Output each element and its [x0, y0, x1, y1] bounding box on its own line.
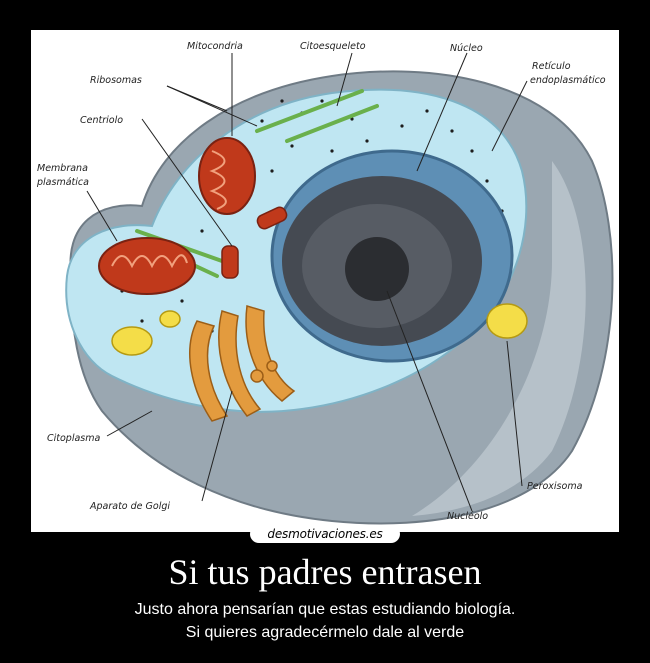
caption-line-2: Si quieres agradecérmelo dale al verde [185, 624, 465, 641]
peroxisome [486, 303, 528, 339]
animal-cell-diagram: Mitocondria Citoesqueleto Núcleo Retícul… [32, 31, 618, 531]
label-nucleo: Núcleo [450, 43, 483, 54]
label-ribosomas: Ribosomas [90, 75, 142, 86]
label-citoesqueleto: Citoesqueleto [300, 41, 366, 52]
mitochondrion-left [98, 237, 196, 295]
mitochondrion-top [198, 137, 256, 215]
poster-title: Si tus padres entrasen [168, 552, 482, 592]
label-peroxisoma: Peroxisoma [527, 481, 583, 492]
centriole [221, 206, 288, 279]
label-membrana-2: plasmática [36, 177, 89, 188]
label-reticulo-1: Retículo [532, 61, 571, 72]
cell-diagram-frame: Mitocondria Citoesqueleto Núcleo Retícul… [31, 30, 619, 532]
golgi-apparatus [189, 305, 296, 422]
label-reticulo-2: endoplasmático [530, 75, 606, 86]
label-golgi: Aparato de Golgi [89, 501, 170, 512]
label-citoplasma: Citoplasma [47, 433, 101, 444]
caption-line-1: Justo ahora pensarían que estas estudian… [134, 601, 516, 618]
label-nucleolo: Nucléolo [447, 511, 488, 522]
label-membrana-1: Membrana [37, 163, 88, 174]
nucleolus [345, 237, 409, 301]
label-centriolo: Centriolo [80, 115, 123, 126]
watermark: desmotivaciones.es [250, 525, 400, 543]
vesicle [111, 326, 153, 356]
vesicle [159, 310, 181, 328]
label-mitocondria: Mitocondria [187, 41, 243, 52]
